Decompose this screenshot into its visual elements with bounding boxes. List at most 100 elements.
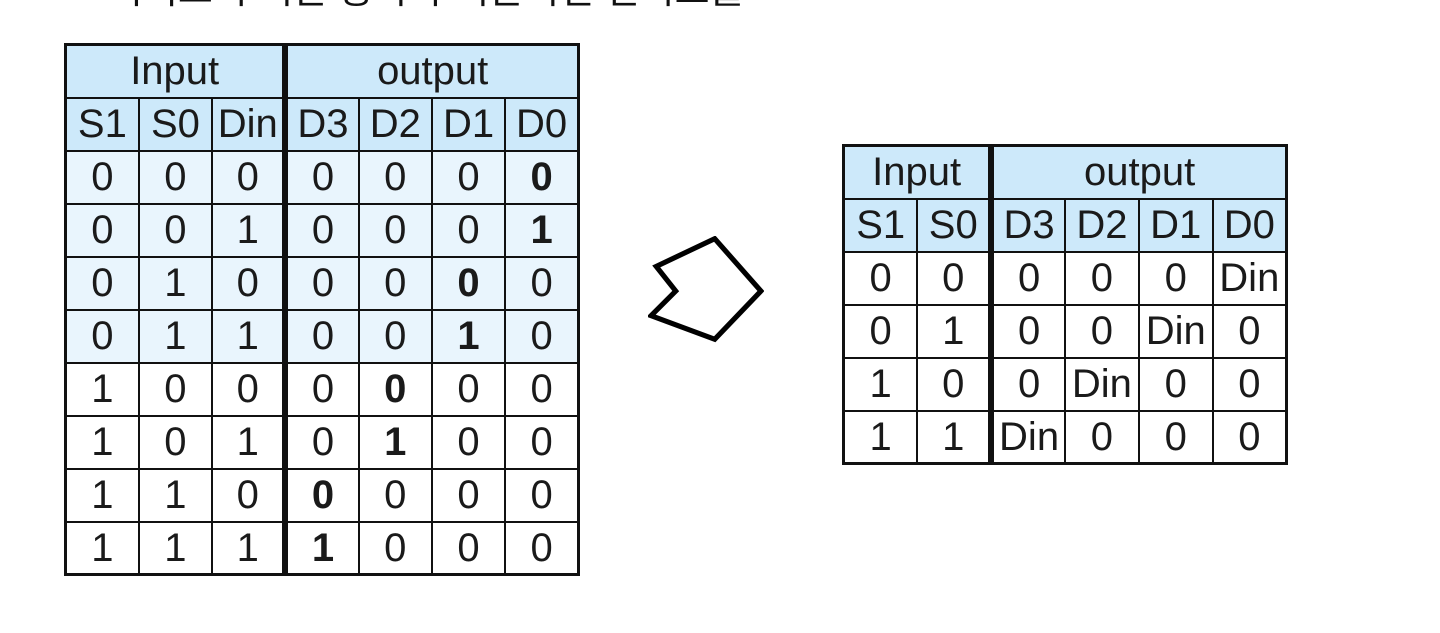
truth-cell: 0 <box>211 255 287 311</box>
truth-cell: 0 <box>1211 356 1288 412</box>
truth-cell: 1 <box>137 467 214 523</box>
truth-cell: 0 <box>842 250 919 306</box>
truth-cell: 0 <box>282 414 360 470</box>
column-header-s0: S0 <box>137 96 214 152</box>
truth-cell: 0 <box>988 356 1066 412</box>
column-header-d1: D1 <box>430 96 507 152</box>
truth-cell: 0 <box>504 149 580 205</box>
truth-cell: 0 <box>211 149 287 205</box>
truth-cell: 1 <box>842 409 919 465</box>
column-header-s1: S1 <box>842 197 919 253</box>
truth-cell: 0 <box>282 361 360 417</box>
truth-cell: 1 <box>64 361 140 417</box>
truth-cell: 1 <box>64 467 140 523</box>
column-header-d0: D0 <box>504 96 580 152</box>
truth-cell: 0 <box>282 255 360 311</box>
truth-cell: 0 <box>211 467 287 523</box>
truth-cell: 0 <box>430 255 507 311</box>
truth-cell: 0 <box>430 361 507 417</box>
group-header-input: Input <box>842 144 993 200</box>
column-header-s1: S1 <box>64 96 140 152</box>
truth-cell: 0 <box>504 361 580 417</box>
truth-cell: 0 <box>504 255 580 311</box>
truth-cell: 0 <box>916 250 993 306</box>
truth-cell: 0 <box>430 467 507 523</box>
truth-cell: 0 <box>1063 409 1140 465</box>
truth-cell: 1 <box>137 308 214 364</box>
caption-clipped: 디먹스의 기본 동작과 기본적인 진리표를 보임 <box>108 0 748 13</box>
column-header-d2: D2 <box>357 96 433 152</box>
truth-cell: 1 <box>64 520 140 576</box>
column-header-d0: D0 <box>1211 197 1288 253</box>
truth-cell: 0 <box>357 520 433 576</box>
truth-cell: 0 <box>357 467 433 523</box>
truth-cell: 1 <box>64 414 140 470</box>
truth-cell: 0 <box>357 308 433 364</box>
group-header-input: Input <box>64 43 287 99</box>
truth-cell: Din <box>1137 303 1214 359</box>
truth-cell: Din <box>1063 356 1140 412</box>
truth-cell: 0 <box>357 361 433 417</box>
truth-cell: 1 <box>137 255 214 311</box>
truth-cell: 0 <box>430 520 507 576</box>
truth-cell: 0 <box>137 414 214 470</box>
truth-cell: Din <box>1211 250 1288 306</box>
column-header-s0: S0 <box>916 197 993 253</box>
truth-cell: 0 <box>1211 409 1288 465</box>
caption-text: 디먹스의 기본 동작과 기본적인 진리표를 보임 <box>108 0 748 13</box>
block-arrow-right-icon <box>646 235 765 343</box>
truth-cell: 0 <box>1063 303 1140 359</box>
truth-cell: 1 <box>430 308 507 364</box>
truth-cell: Din <box>988 409 1066 465</box>
group-header-output: output <box>282 43 580 99</box>
truth-cell: 1 <box>137 520 214 576</box>
truth-cell: 0 <box>282 149 360 205</box>
column-header-d3: D3 <box>282 96 360 152</box>
truth-cell: 0 <box>430 149 507 205</box>
truth-cell: 0 <box>137 149 214 205</box>
truth-cell: 0 <box>137 202 214 258</box>
truth-cell: 0 <box>1137 356 1214 412</box>
truth-cell: 0 <box>842 303 919 359</box>
truth-cell: 0 <box>504 308 580 364</box>
truth-cell: 0 <box>1137 409 1214 465</box>
truth-cell: 1 <box>211 202 287 258</box>
truth-cell: 0 <box>357 202 433 258</box>
truth-cell: 1 <box>211 308 287 364</box>
truth-cell: 0 <box>916 356 993 412</box>
truth-cell: 1 <box>504 202 580 258</box>
truth-cell: 0 <box>430 414 507 470</box>
truth-cell: 1 <box>211 414 287 470</box>
truth-cell: 0 <box>1137 250 1214 306</box>
truth-cell: 0 <box>64 255 140 311</box>
truth-cell: 1 <box>282 520 360 576</box>
truth-cell: 1 <box>916 303 993 359</box>
truth-cell: 0 <box>988 303 1066 359</box>
truth-cell: 0 <box>430 202 507 258</box>
truth-cell: 1 <box>842 356 919 412</box>
truth-cell: 0 <box>64 149 140 205</box>
truth-cell: 1 <box>211 520 287 576</box>
column-header-d1: D1 <box>1137 197 1214 253</box>
truth-cell: 0 <box>1063 250 1140 306</box>
truth-cell: 0 <box>211 361 287 417</box>
group-header-output: output <box>988 144 1288 200</box>
truth-cell: 1 <box>916 409 993 465</box>
truth-cell: 0 <box>504 520 580 576</box>
